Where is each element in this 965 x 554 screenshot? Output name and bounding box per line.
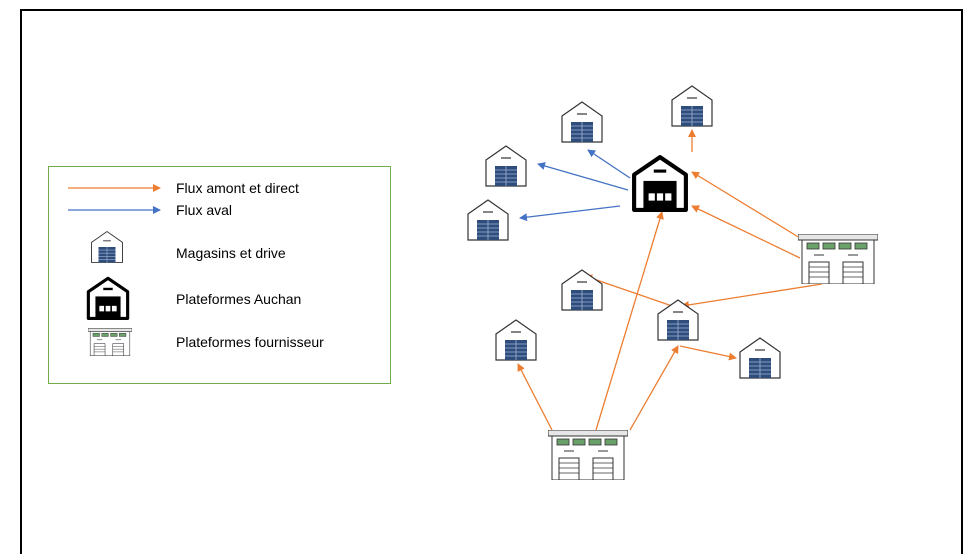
legend-store-icon — [91, 231, 123, 263]
store-icon — [739, 337, 781, 379]
auchan-platform-icon — [634, 157, 686, 210]
supplier-platform-icon — [798, 234, 878, 284]
legend-label-plateformes-fournisseur: Plateformes fournisseur — [176, 334, 324, 350]
flux-aval-arrow — [587, 149, 631, 179]
store-icon — [561, 269, 603, 311]
flux-amont-arrow — [595, 211, 664, 431]
legend-label-plateformes-auchan: Plateformes Auchan — [176, 291, 302, 307]
legend-box — [48, 166, 391, 384]
legend-label-flux-amont: Flux amont et direct — [176, 180, 299, 196]
flux-aval-arrow — [519, 205, 621, 222]
flux-aval-arrow — [537, 162, 629, 191]
flux-amont-arrow — [679, 345, 737, 361]
flux-amont-arrow — [681, 283, 823, 309]
legend-label-magasins: Magasins et drive — [176, 245, 286, 261]
flux-amont-arrow — [584, 274, 673, 307]
store-icon — [671, 85, 713, 127]
flux-amont-arrow — [691, 171, 801, 239]
store-icon — [485, 145, 527, 187]
store-icon — [495, 319, 537, 361]
legend-auchan-platform-icon — [86, 276, 130, 320]
flux-amont-arrow — [629, 345, 679, 431]
store-icon — [467, 199, 509, 241]
legend-supplier-platform-icon — [88, 328, 132, 356]
legend-label-flux-aval: Flux aval — [176, 202, 233, 218]
store-icon — [657, 299, 699, 341]
flux-amont-arrow — [691, 205, 801, 259]
supplier-platform-icon — [548, 430, 628, 480]
flux-amont-arrow — [517, 363, 553, 431]
slide-frame — [20, 9, 963, 554]
store-icon — [561, 101, 603, 143]
